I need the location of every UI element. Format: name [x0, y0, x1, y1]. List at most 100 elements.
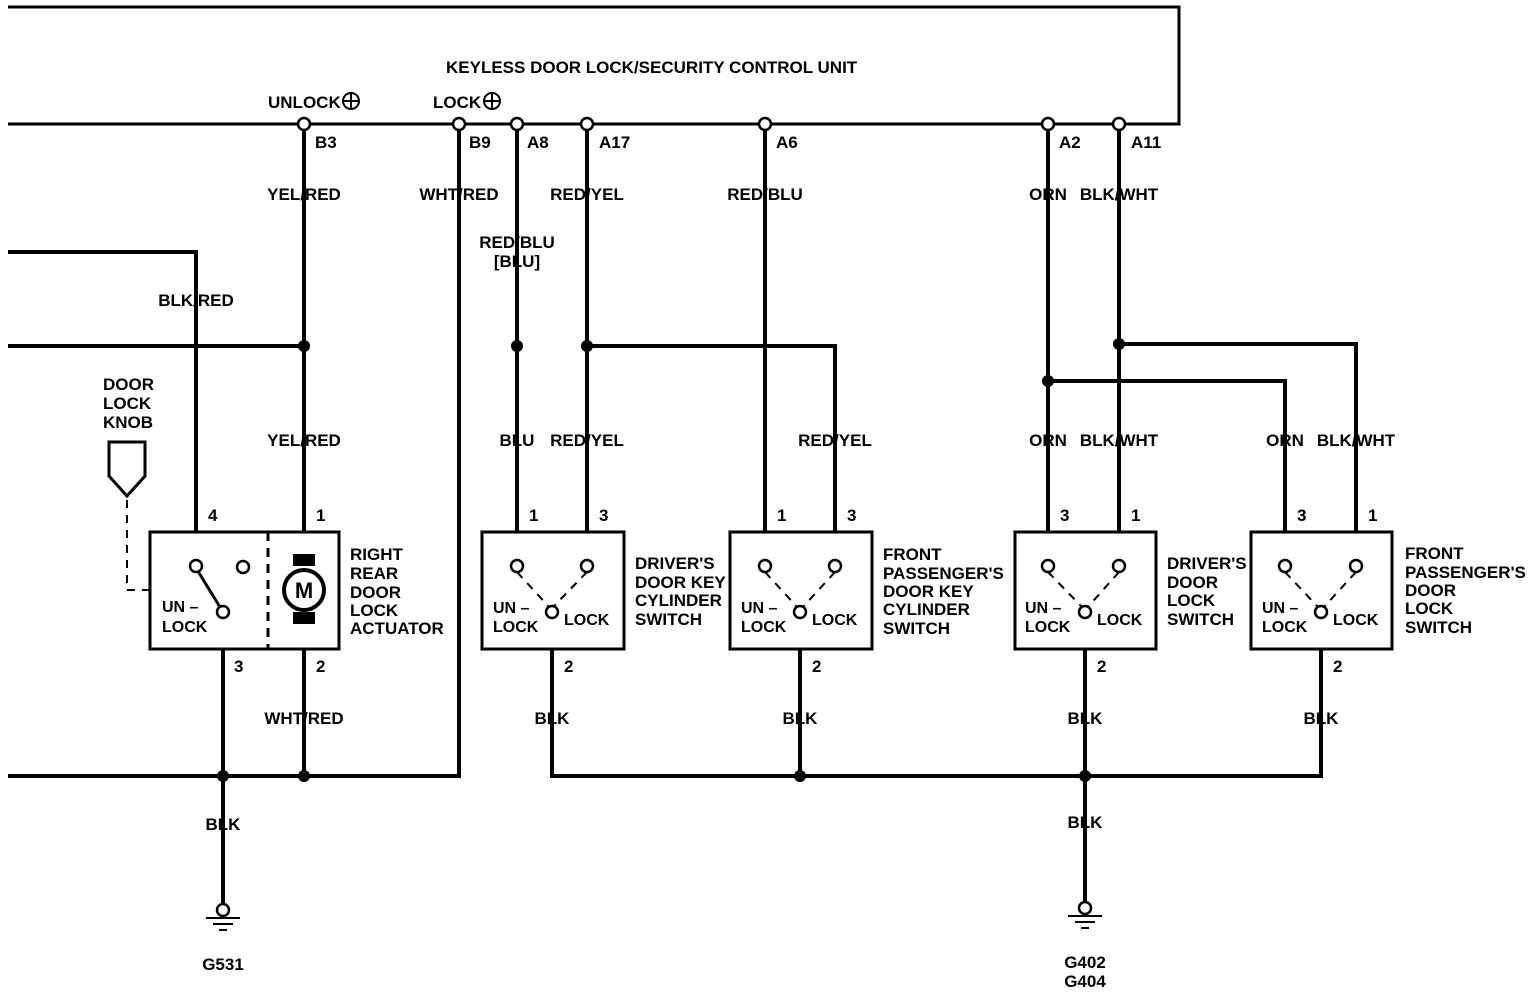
switch-passenger-door-lock: UN – LOCK LOCK 3 1 2 FRONT PASSENGER'S D…: [1249, 506, 1526, 676]
wire-label-blk-s2: BLK: [783, 709, 819, 728]
wire-label-red-yel-low2: RED/YEL: [798, 431, 872, 450]
switch3-lock: LOCK: [1097, 612, 1143, 629]
switch-passenger-key-cylinder: UN – LOCK LOCK 1 3 2 FRONT PASSENGER'S D…: [728, 506, 1004, 676]
switch4-label-3: DOOR: [1405, 581, 1456, 600]
wire-label-blu-low: BLU: [500, 431, 535, 450]
switch1-unlock-1: UN –: [493, 600, 530, 617]
wire-labels: YEL/RED WHT/RED RED/YEL RED/BLU ORN BLK/…: [158, 185, 1396, 834]
wire-label-yel-red: YEL/RED: [267, 185, 341, 204]
wire-label-orn-low1: ORN: [1029, 431, 1067, 450]
door-lock-knob: DOOR LOCK KNOB: [103, 375, 223, 591]
pin-a2: A2: [1059, 133, 1081, 152]
ground-g404-label: G404: [1064, 972, 1106, 991]
switch1-unlock-2: LOCK: [493, 619, 539, 636]
motor-label: M: [295, 578, 313, 603]
actuator-label-2: REAR: [350, 564, 398, 583]
pin-b3: B3: [315, 133, 337, 152]
switch3-label-4: SWITCH: [1167, 610, 1234, 629]
switch1-label-4: SWITCH: [635, 610, 702, 629]
switch-driver-key-cylinder: UN – LOCK LOCK 1 3 2 DRIVER'S DOOR KEY C…: [480, 506, 726, 676]
wire-label-blk-g531: BLK: [206, 815, 242, 834]
wires: [8, 124, 1358, 912]
actuator-label-5: ACTUATOR: [350, 619, 444, 638]
switch1-pin-left: 1: [529, 506, 538, 525]
actuator: UN – LOCK M 4 1 3 2 RIGHT REAR DOOR LOCK…: [148, 506, 444, 676]
actuator-unlock-line1: UN –: [162, 599, 199, 616]
switch2-pin-left: 1: [777, 506, 786, 525]
switch4-pin-bottom: 2: [1333, 657, 1342, 676]
wire-label-orn-low2: ORN: [1266, 431, 1304, 450]
switch2-label-5: SWITCH: [883, 619, 950, 638]
wire-label-red-blu: RED/BLU: [727, 185, 803, 204]
switch2-pin-right: 3: [847, 506, 856, 525]
knob-pentagon-icon: [107, 440, 147, 499]
switch2-unlock-1: UN –: [741, 600, 778, 617]
switch1-lock: LOCK: [564, 612, 610, 629]
wire-label-blk-s3: BLK: [1068, 709, 1104, 728]
wire-label-blk-wht-low1: BLK/WHT: [1080, 431, 1159, 450]
splice-dots: [217, 338, 1125, 782]
switch4-unlock-2: LOCK: [1262, 619, 1308, 636]
actuator-pin-4: 4: [208, 506, 218, 525]
lock-label: LOCK: [433, 93, 482, 112]
actuator-label-4: LOCK: [350, 601, 399, 620]
switch3-label-1: DRIVER'S: [1167, 554, 1247, 573]
ground-g402-label: G402: [1064, 953, 1106, 972]
wire-label-wht-red-bottom: WHT/RED: [264, 709, 343, 728]
lock-plus-icon: [483, 92, 501, 110]
switch2-label-1: FRONT: [883, 545, 942, 564]
pin-a6: A6: [776, 133, 798, 152]
wire-label-orn: ORN: [1029, 185, 1067, 204]
actuator-pin-3: 3: [234, 657, 243, 676]
switch1-label-2: DOOR KEY: [635, 573, 726, 592]
switch1-label-3: CYLINDER: [635, 591, 722, 610]
switch2-label-2: PASSENGER'S: [883, 564, 1004, 583]
control-unit-title: KEYLESS DOOR LOCK/SECURITY CONTROL UNIT: [446, 58, 858, 77]
switch3-pin-left: 3: [1060, 506, 1069, 525]
knob-label-line2: LOCK: [103, 394, 152, 413]
ground-symbol-icon: [206, 917, 240, 931]
wire-label-yel-red-low: YEL/RED: [267, 431, 341, 450]
pin-a11: A11: [1131, 133, 1161, 152]
actuator-unlock-line2: LOCK: [162, 619, 208, 636]
wire-label-blu-alt: [BLU]: [494, 252, 540, 271]
switch3-unlock-1: UN –: [1025, 600, 1062, 617]
actuator-label-1: RIGHT: [350, 545, 404, 564]
switch1-label-1: DRIVER'S: [635, 554, 715, 573]
switch4-pin-right: 1: [1368, 506, 1377, 525]
switch2-label-4: CYLINDER: [883, 600, 970, 619]
switch4-label-1: FRONT: [1405, 544, 1464, 563]
switch3-pin-bottom: 2: [1097, 657, 1106, 676]
unit-pin-labels: B3 B9 A8 A17 A6 A2 A11: [315, 133, 1161, 152]
unit-terminals: [296, 116, 1127, 132]
knob-label-line1: DOOR: [103, 375, 154, 394]
wire-label-red-yel: RED/YEL: [550, 185, 624, 204]
switch2-unlock-2: LOCK: [741, 619, 787, 636]
control-unit: KEYLESS DOOR LOCK/SECURITY CONTROL UNIT …: [8, 5, 1181, 126]
switch1-pin-right: 3: [599, 506, 608, 525]
switch3-label-2: DOOR: [1167, 573, 1218, 592]
wire-label-blk-g402: BLK: [1068, 813, 1104, 832]
switch4-label-5: SWITCH: [1405, 618, 1472, 637]
wire-label-wht-red: WHT/RED: [419, 185, 498, 204]
pin-a8: A8: [527, 133, 549, 152]
switch4-label-4: LOCK: [1405, 599, 1454, 618]
unlock-plus-icon: [342, 92, 360, 110]
actuator-pin-2: 2: [316, 657, 325, 676]
switch-driver-door-lock: UN – LOCK LOCK 3 1 2 DRIVER'S DOOR LOCK …: [1013, 506, 1247, 676]
ground-g402-g404: G402 G404: [1064, 900, 1106, 991]
switch4-label-2: PASSENGER'S: [1405, 563, 1526, 582]
switch4-unlock-1: UN –: [1262, 600, 1299, 617]
switch4-pin-left: 3: [1297, 506, 1306, 525]
wire-label-blk-wht-low2: BLK/WHT: [1317, 431, 1396, 450]
switch2-lock: LOCK: [812, 612, 858, 629]
ground-g531: G531: [202, 902, 244, 974]
ground-g531-label: G531: [202, 955, 244, 974]
unlock-label: UNLOCK: [268, 93, 341, 112]
ground-symbol-icon: [1068, 915, 1102, 929]
switch3-unlock-2: LOCK: [1025, 619, 1071, 636]
pin-b9: B9: [469, 133, 491, 152]
wire-label-blk-s4: BLK: [1304, 709, 1340, 728]
actuator-pin-1: 1: [316, 506, 325, 525]
